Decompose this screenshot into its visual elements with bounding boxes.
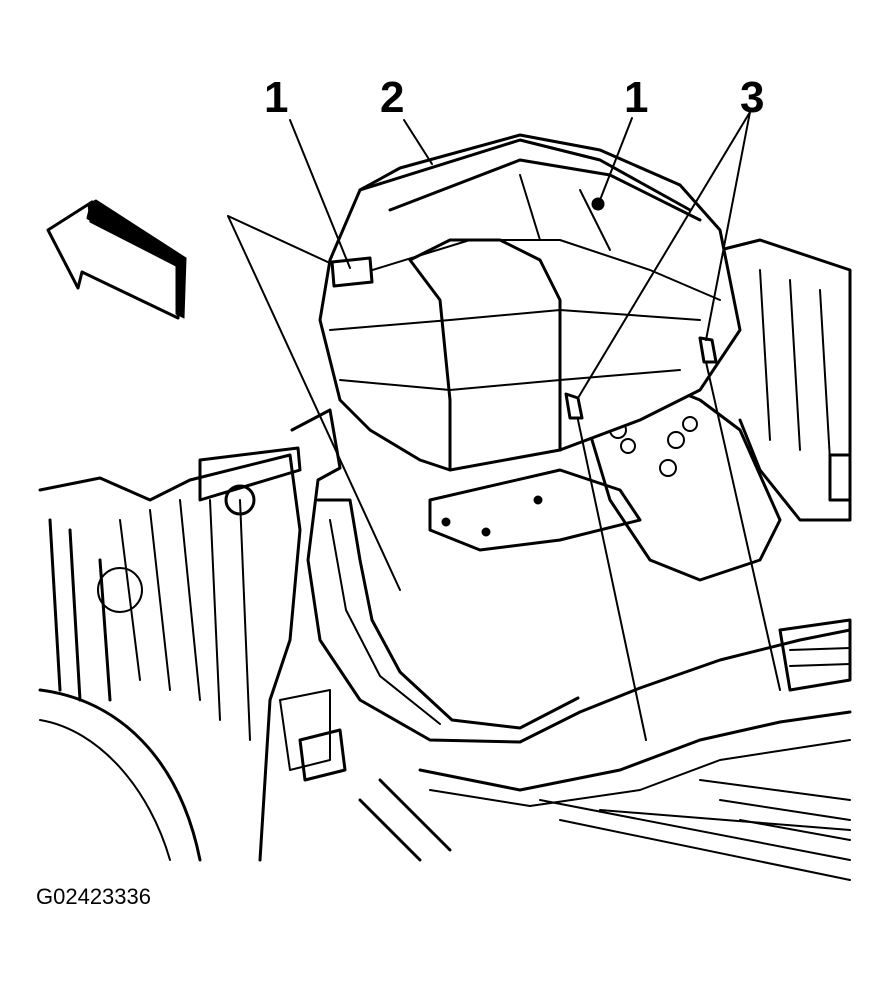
left-quarter-structure	[38, 446, 347, 862]
callout-1-right: 1	[624, 73, 649, 122]
callout-1-left: 1	[264, 73, 289, 122]
figure-code: G02423336	[36, 884, 151, 909]
callout-3: 3	[740, 73, 765, 122]
spare-tire-cover	[318, 133, 742, 472]
cover-mounting-bracket	[428, 336, 718, 552]
leader-lines	[227, 111, 781, 741]
callout-2: 2	[380, 73, 405, 122]
floor-pan	[290, 408, 852, 881]
direction-arrow-icon	[46, 199, 187, 320]
